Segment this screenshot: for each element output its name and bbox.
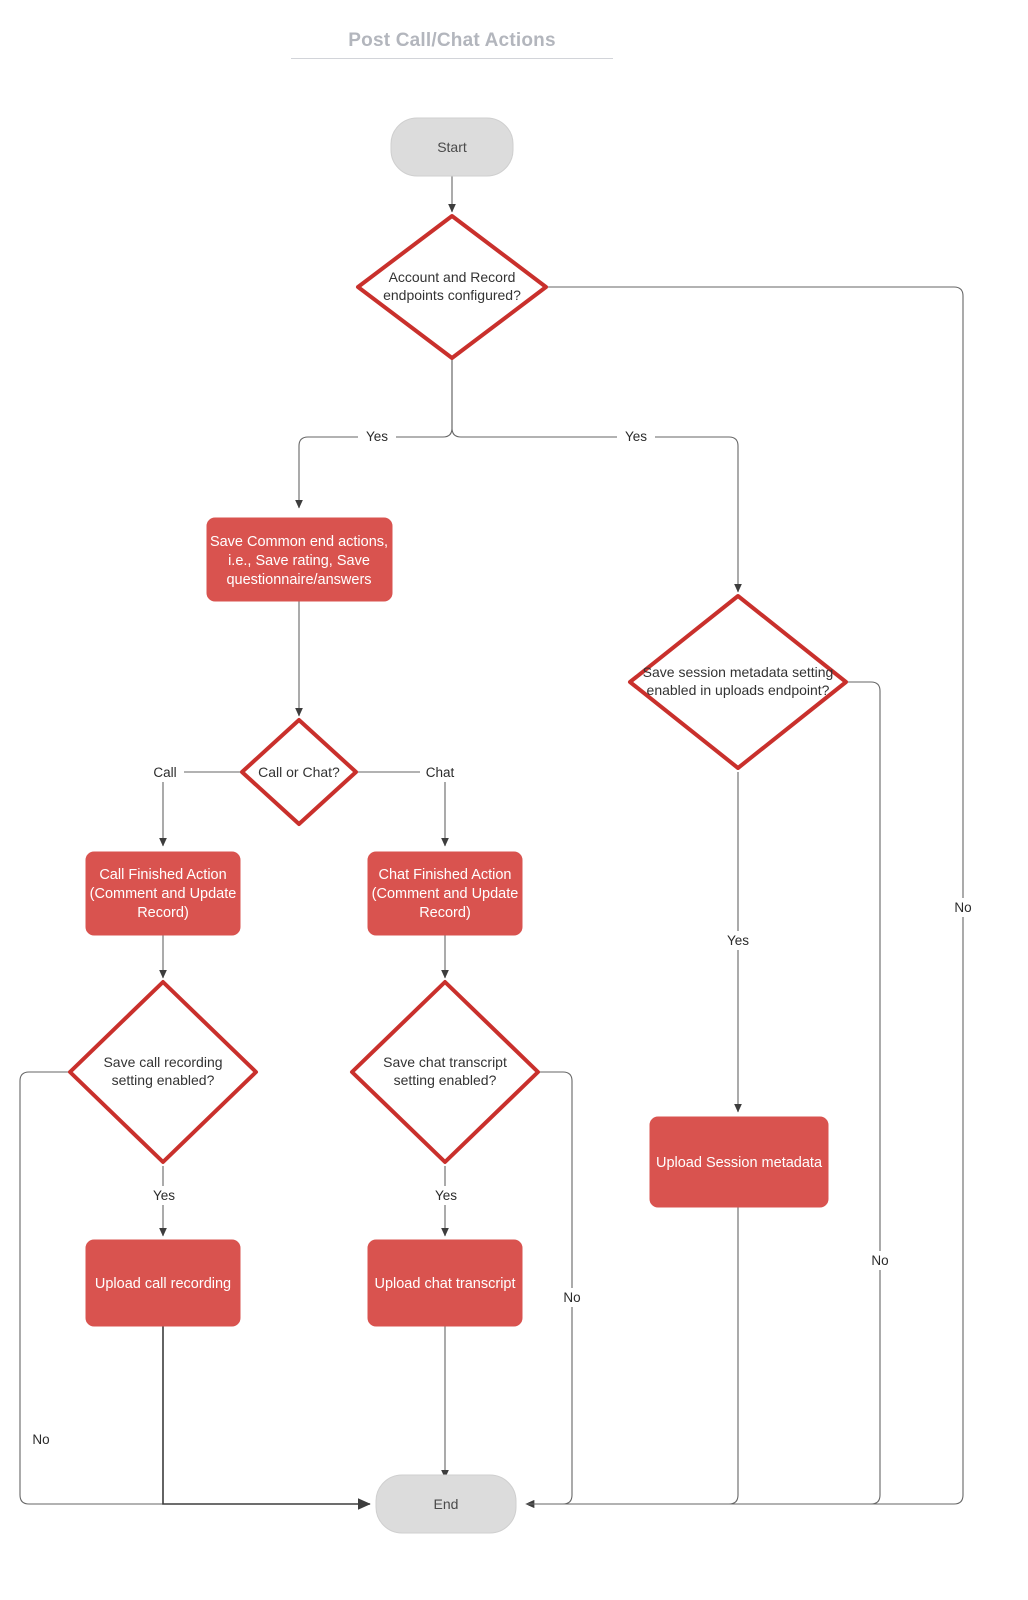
edge-uploadcall-to-end [162,1326,371,1510]
save-common-label-line3: questionnaire/answers [226,572,371,588]
save-common-label-line1: Save Common end actions, [210,534,388,550]
node-process-upload-session-metadata[interactable]: Upload Session metadata [649,1116,829,1208]
edge-label-chat: Chat [420,763,460,782]
end-shape [375,1474,517,1534]
edge-label-call-text: Call [153,765,176,780]
save-common-label-line2: i.e., Save rating, Save [228,553,370,569]
edge-endpoints-no [525,286,964,1508]
edge-label-yes-call-recording-text: Yes [153,1188,175,1203]
save-common-shape [206,517,393,602]
upload-chat-transcript-shape [367,1239,523,1327]
chat-finished-label-line3: Record) [419,905,471,921]
node-process-upload-call-recording[interactable]: Upload call recording [85,1239,241,1327]
chat-finished-label-line2: (Comment and Update [372,886,519,902]
edge-label-chat-text: Chat [426,765,455,780]
session-metadata-label-line1: Save session metadata setting [643,664,834,680]
call-finished-label-line2: (Comment and Update [90,886,237,902]
chat-transcript-diamond-shape [350,980,540,1164]
chat-transcript-label-line2: setting enabled? [394,1072,497,1088]
edge-label-no-call-recording: No [24,1430,58,1449]
node-start[interactable]: Start [390,117,514,177]
upload-call-recording-shape [85,1239,241,1327]
edge-label-yes-session-metadata: Yes [720,931,756,950]
edge-uploadmeta-to-end [526,1207,739,1505]
call-finished-shape [85,851,241,936]
chat-transcript-label-line1: Save chat transcript [383,1054,507,1070]
edge-label-no-endpoints: No [946,898,980,917]
edge-label-no-chat-transcript-text: No [563,1290,580,1305]
edge-label-no-session-metadata-text: No [871,1253,888,1268]
node-end[interactable]: End [375,1474,517,1534]
session-metadata-label-line2: enabled in uploads endpoint? [647,682,830,698]
title-divider [291,58,613,59]
endpoints-diamond-shape [356,214,548,360]
endpoints-label-line1: Account and Record [389,269,516,285]
session-metadata-diamond-shape [628,594,848,770]
start-label: Start [437,139,467,155]
node-process-call-finished[interactable]: Call Finished Action (Comment and Update… [85,851,241,936]
call-or-chat-diamond-shape [240,718,358,826]
start-shape [390,117,514,177]
call-finished-label-line3: Record) [137,905,189,921]
upload-chat-transcript-label: Upload chat transcript [374,1276,515,1292]
node-decision-endpoints[interactable]: Account and Record endpoints configured? [356,214,548,360]
edge-label-no-session-metadata: No [863,1251,897,1270]
chat-finished-label-line1: Chat Finished Action [379,867,512,883]
node-process-chat-finished[interactable]: Chat Finished Action (Comment and Update… [367,851,523,936]
edge-callrec-no [19,1071,370,1505]
edge-label-yes-left: Yes [358,427,396,446]
diagram-title-block: Post Call/Chat Actions [291,28,613,59]
node-decision-session-metadata[interactable]: Save session metadata setting enabled in… [628,594,848,770]
upload-session-metadata-label: Upload Session metadata [656,1155,823,1171]
edge-label-no-call-recording-text: No [32,1432,49,1447]
node-decision-call-recording[interactable]: Save call recording setting enabled? [68,980,258,1164]
endpoints-label-line2: endpoints configured? [383,287,521,303]
edge-label-yes-session-metadata-text: Yes [727,933,749,948]
edge-label-yes-call-recording: Yes [146,1186,182,1205]
call-finished-label-line1: Call Finished Action [99,867,226,883]
node-decision-chat-transcript[interactable]: Save chat transcript setting enabled? [350,980,540,1164]
edge-label-yes-chat-transcript-text: Yes [435,1188,457,1203]
node-process-save-common[interactable]: Save Common end actions, i.e., Save rati… [206,517,393,602]
edge-callorchat-chat [356,771,449,847]
call-or-chat-label: Call or Chat? [258,764,340,780]
upload-session-metadata-shape [649,1116,829,1208]
edge-label-yes-chat-transcript: Yes [428,1186,464,1205]
page-title: Post Call/Chat Actions [348,30,556,51]
edge-label-no-chat-transcript: No [555,1288,589,1307]
node-process-upload-chat-transcript[interactable]: Upload chat transcript [367,1239,523,1327]
edge-label-yes-left-text: Yes [366,429,388,444]
call-recording-label-line1: Save call recording [103,1054,222,1070]
upload-call-recording-label: Upload call recording [95,1276,231,1292]
end-label: End [434,1496,459,1512]
call-recording-label-line2: setting enabled? [112,1072,215,1088]
node-decision-call-or-chat[interactable]: Call or Chat? [240,718,358,826]
edge-sessionmeta-no [526,681,881,1505]
edge-label-yes-right-text: Yes [625,429,647,444]
edge-callorchat-call [159,771,242,847]
edge-label-yes-right: Yes [617,427,655,446]
edge-endpoints-yes-right [451,358,742,593]
chat-finished-shape [367,851,523,936]
edge-label-no-endpoints-text: No [954,900,971,915]
edge-label-call: Call [146,763,184,782]
call-recording-diamond-shape [68,980,258,1164]
